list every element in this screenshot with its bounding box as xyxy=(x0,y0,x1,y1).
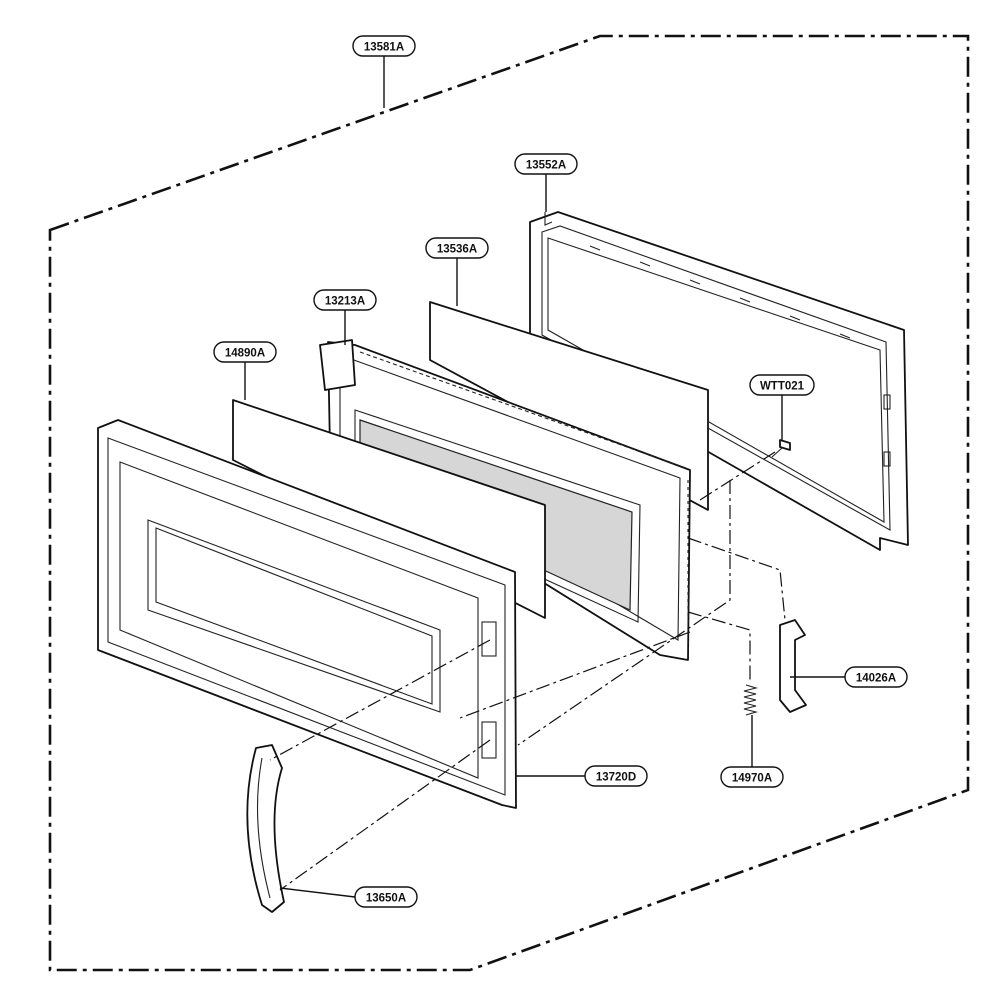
part-label-door-glass-panel: 14890A xyxy=(225,348,265,360)
leader-lines xyxy=(244,54,845,898)
callout-latch-hook: 14026A xyxy=(844,666,908,688)
callout-screw: WTT021 xyxy=(749,374,815,396)
door-handle-drawing xyxy=(246,744,285,913)
screw-drawing xyxy=(771,439,791,458)
callout-assembly: 13581A xyxy=(352,35,416,57)
door-inner-frame-drawing xyxy=(529,211,909,551)
part-label-screw: WTT021 xyxy=(760,381,805,393)
assembly-boundary xyxy=(48,34,970,972)
part-label-latch-hook: 14026A xyxy=(856,673,896,685)
callout-door-front-panel: 13720D xyxy=(584,765,648,787)
callout-door-inner-frame: 13552A xyxy=(514,153,578,175)
part-label-door-handle: 13650A xyxy=(366,893,406,905)
part-label-assembly: 13581A xyxy=(364,42,404,54)
callout-door-glass-panel: 14890A xyxy=(213,341,277,363)
door-front-panel-drawing xyxy=(97,419,517,809)
callout-door-shield-panel: 13536A xyxy=(425,237,489,259)
part-label-door-frame-assembly: 13213A xyxy=(325,296,365,308)
part-label-door-front-panel: 13720D xyxy=(596,772,636,784)
latch-hook-drawing xyxy=(779,619,807,713)
callout-door-frame-assembly: 13213A xyxy=(313,289,377,311)
part-label-door-shield-panel: 13536A xyxy=(437,244,477,256)
assembly-guide-lines xyxy=(269,451,786,891)
callout-spring: 14970A xyxy=(720,766,784,788)
callout-door-handle: 13650A xyxy=(354,886,418,908)
part-label-door-inner-frame: 13552A xyxy=(526,160,566,172)
spring-drawing xyxy=(743,684,759,716)
part-label-spring: 14970A xyxy=(732,773,772,785)
